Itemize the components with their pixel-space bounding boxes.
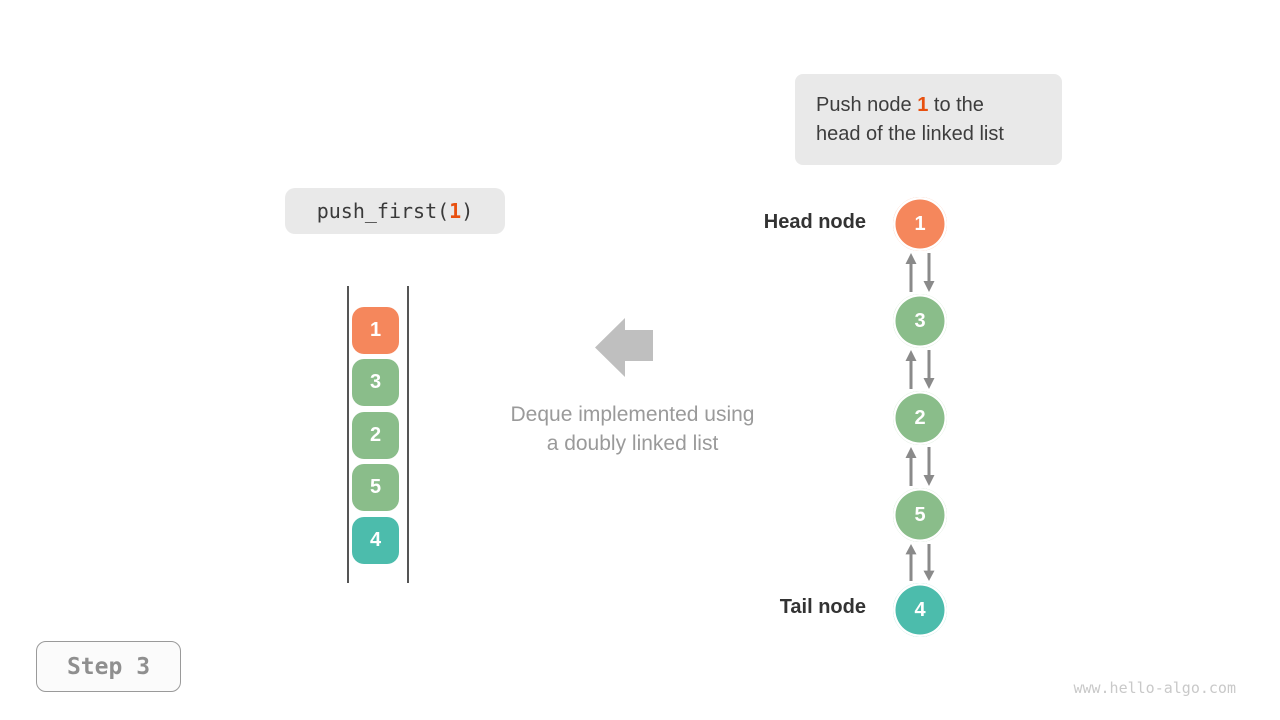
code-text-before: push_first( bbox=[316, 199, 450, 223]
list-node-0: 1 bbox=[891, 195, 949, 253]
stack-cell-value: 3 bbox=[369, 371, 382, 393]
callout-box: Push node 1 to the head of the linked li… bbox=[795, 74, 1062, 165]
node-value: 5 bbox=[914, 503, 926, 526]
callout-highlight-value: 1 bbox=[917, 93, 929, 116]
up-arrow-icon bbox=[905, 350, 917, 389]
down-arrow-icon bbox=[923, 447, 935, 486]
stack-cell-value: 2 bbox=[369, 424, 382, 446]
callout-text-after: to the head of the linked list bbox=[816, 93, 1004, 145]
node-value: 4 bbox=[914, 598, 926, 621]
down-arrow-icon bbox=[923, 544, 935, 581]
step-badge: Step 3 bbox=[36, 641, 181, 692]
list-node-2: 2 bbox=[891, 389, 949, 447]
code-text-after: ) bbox=[461, 199, 474, 223]
stack-cell-4: 4 bbox=[352, 517, 399, 564]
operation-code-box: push_first(1) bbox=[285, 188, 505, 234]
node-value: 3 bbox=[914, 309, 926, 332]
up-arrow-icon bbox=[905, 253, 917, 292]
left-block-arrow-icon bbox=[595, 318, 653, 377]
stack-cell-3: 5 bbox=[352, 464, 399, 511]
stack-cell-1: 3 bbox=[352, 359, 399, 406]
caption-line1: Deque implemented using bbox=[510, 403, 755, 426]
deque-right-rail bbox=[407, 286, 409, 583]
stack-cell-value: 4 bbox=[369, 529, 382, 551]
stack-cell-value: 5 bbox=[369, 476, 382, 498]
step-label: Step 3 bbox=[66, 653, 151, 680]
stack-cell-2: 2 bbox=[352, 412, 399, 459]
list-node-3: 5 bbox=[891, 486, 949, 544]
list-node-1: 3 bbox=[891, 292, 949, 350]
pointer-arrows-2 bbox=[905, 447, 935, 486]
node-value: 2 bbox=[914, 406, 926, 429]
pointer-arrows-3 bbox=[905, 544, 935, 581]
callout-text-before: Push node bbox=[816, 93, 918, 116]
watermark: www.hello-algo.com bbox=[1073, 679, 1236, 697]
head-node-label: Head node bbox=[763, 211, 866, 233]
node-value: 1 bbox=[914, 212, 926, 235]
list-node-4: 4 bbox=[891, 581, 949, 639]
callout-text: Push node 1 to the head of the linked li… bbox=[816, 91, 1004, 149]
down-arrow-icon bbox=[923, 350, 935, 389]
code-highlight-value: 1 bbox=[449, 199, 462, 223]
down-arrow-icon bbox=[923, 253, 935, 292]
deque-left-rail bbox=[347, 286, 349, 583]
pointer-arrows-1 bbox=[905, 350, 935, 389]
pointer-arrows-0 bbox=[905, 253, 935, 292]
up-arrow-icon bbox=[905, 544, 917, 581]
deque-caption: Deque implemented using a doubly linked … bbox=[490, 400, 775, 458]
tail-node-label: Tail node bbox=[779, 596, 866, 618]
caption-line2: a doubly linked list bbox=[546, 432, 719, 455]
stack-cell-0: 1 bbox=[352, 307, 399, 354]
stack-cell-value: 1 bbox=[369, 319, 382, 341]
up-arrow-icon bbox=[905, 447, 917, 486]
